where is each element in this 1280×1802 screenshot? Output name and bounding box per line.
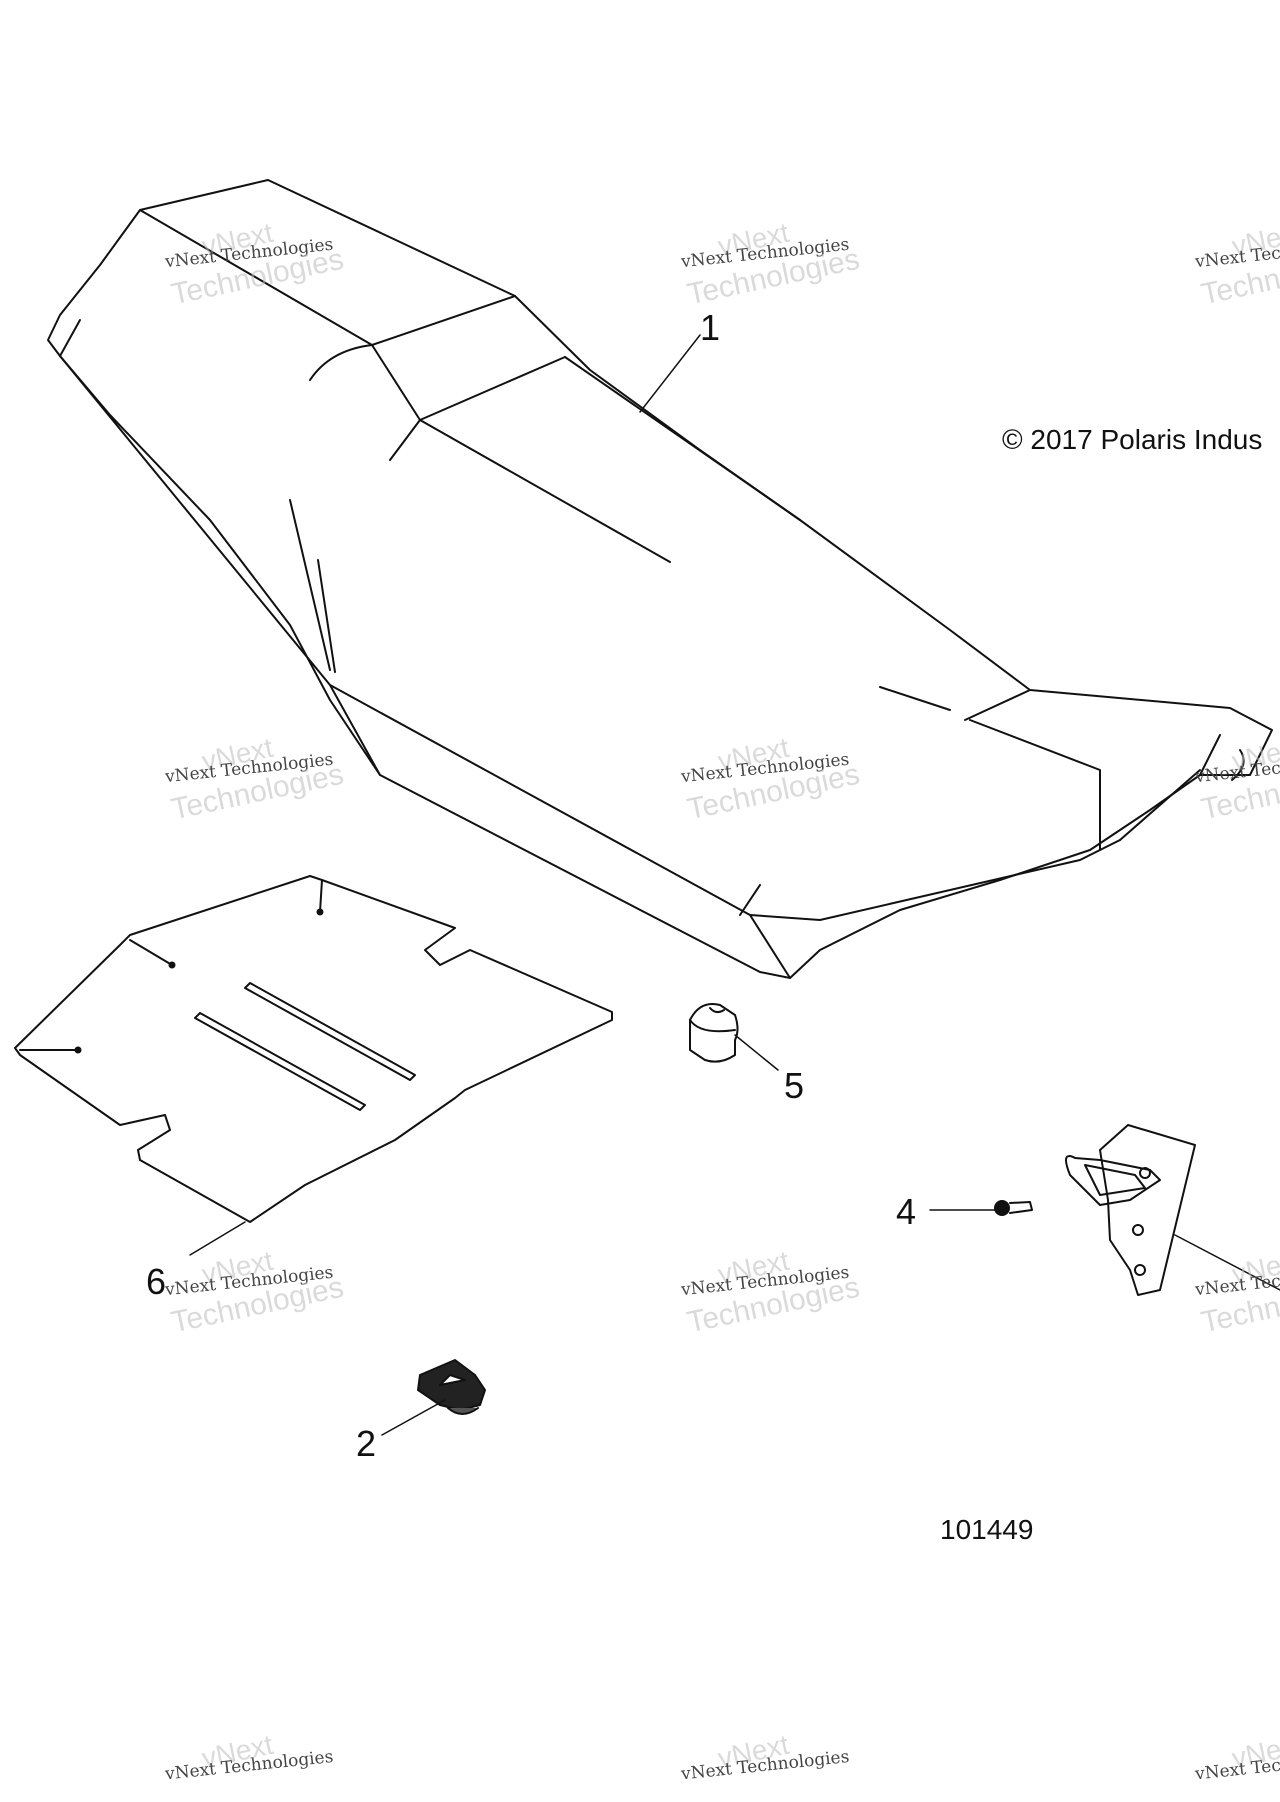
- bumper-part: [689, 1003, 739, 1063]
- callout-grommet-fastener: 2: [356, 1423, 377, 1464]
- grommet-fastener-part: [417, 1359, 486, 1415]
- seat-part: [47, 179, 1273, 979]
- seat-pad-part: [14, 875, 613, 1223]
- latch-bracket-part: [1065, 1124, 1196, 1296]
- figure-number: 101449: [940, 1514, 1034, 1545]
- callout-seat: 1: [700, 307, 721, 348]
- copyright-notice: © 2017 Polaris Indus: [1002, 424, 1263, 455]
- callout-screw: 4: [896, 1191, 917, 1232]
- callout-seat-pad: 6: [146, 1261, 167, 1302]
- callout-bumper: 5: [784, 1065, 805, 1106]
- screw-part: [994, 1200, 1033, 1216]
- leader-lines: [189, 334, 1280, 1436]
